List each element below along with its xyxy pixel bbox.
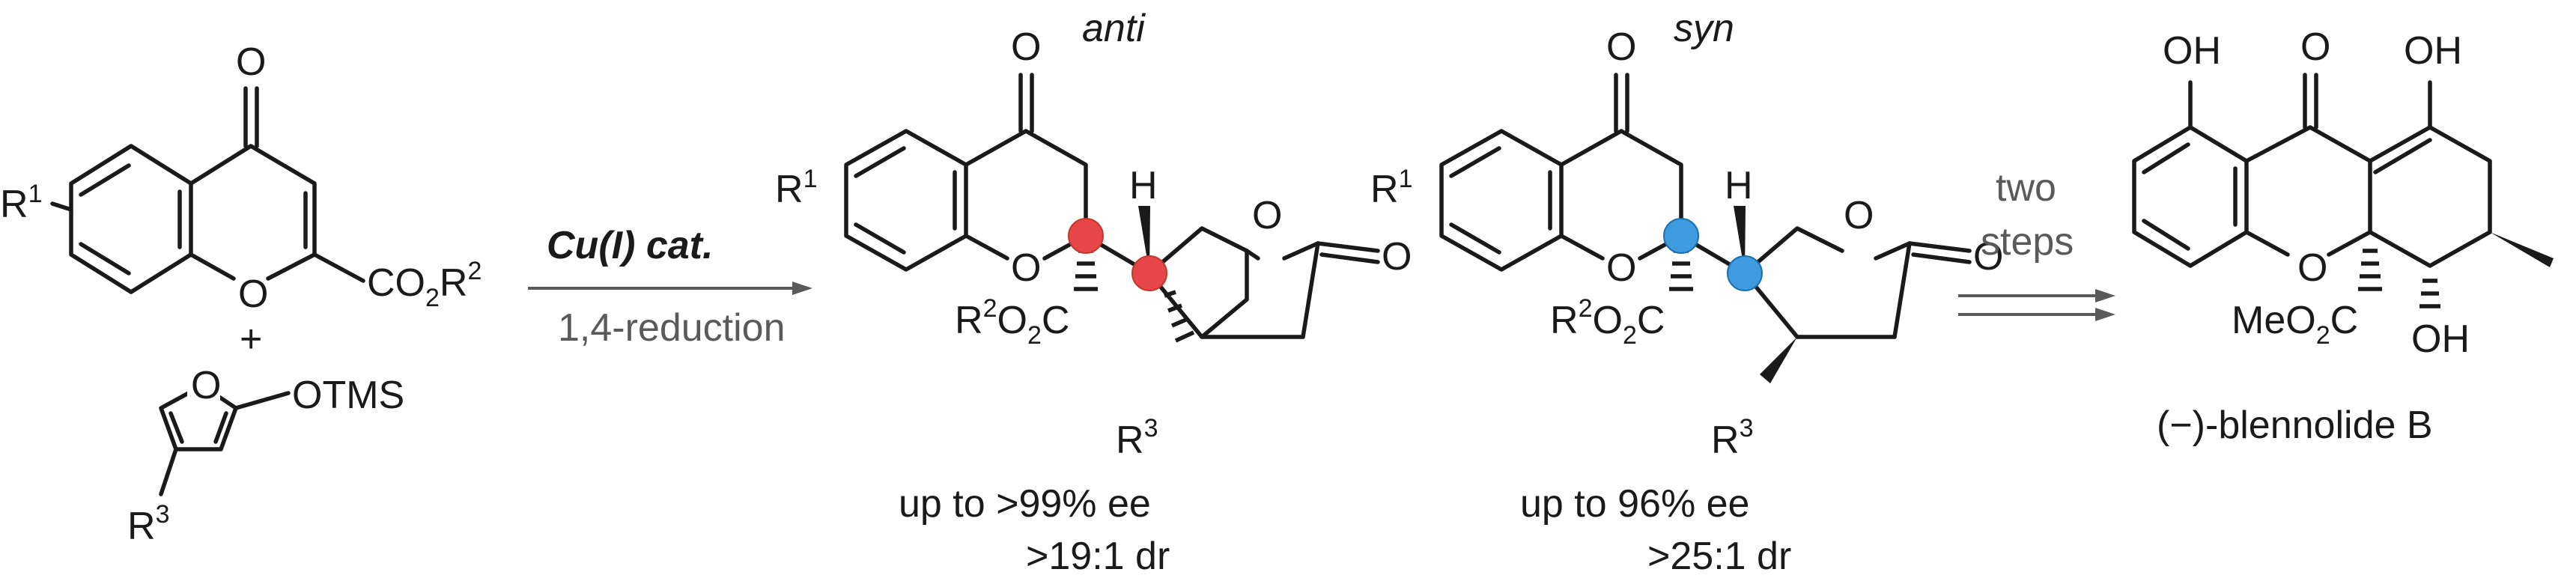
anti-stereocenter-2 bbox=[1131, 255, 1167, 291]
syn-ee-text: up to 96% ee bbox=[1520, 482, 1749, 526]
anti-product-structure bbox=[844, 73, 1380, 343]
chromone-carbonyl-O: O bbox=[236, 40, 266, 84]
furan-R3-label: R3 bbox=[127, 500, 169, 548]
syn-R3-label: R3 bbox=[1711, 414, 1753, 462]
syn-stereocenter-2 bbox=[1727, 255, 1763, 291]
anti-H: H bbox=[1129, 164, 1158, 207]
anti-ring-O: O bbox=[1011, 246, 1041, 290]
reaction-arrow-1-head bbox=[792, 282, 812, 295]
chromone-ring-O: O bbox=[238, 273, 268, 316]
OTMS-label: OTMS bbox=[292, 374, 404, 417]
anti-stereocenter-1 bbox=[1068, 218, 1104, 254]
reaction-arrow-2-second-head bbox=[2095, 308, 2115, 321]
furan-O: O bbox=[191, 364, 221, 407]
blennolide-structure bbox=[2132, 73, 2554, 308]
blennolide-OH-left: OH bbox=[2163, 29, 2221, 73]
anti-R1-label: R1 bbox=[775, 165, 817, 211]
furan-O-mask bbox=[187, 365, 220, 404]
blennolide-ester-label: MeO2C bbox=[2232, 299, 2358, 350]
syn-label: syn bbox=[1674, 7, 1734, 50]
catalyst-label: Cu(I) cat. bbox=[547, 224, 713, 267]
anti-dr-text: >19:1 dr bbox=[1026, 535, 1170, 578]
blennolide-OH-bottom: OH bbox=[2411, 317, 2470, 361]
syn-H: H bbox=[1725, 164, 1753, 207]
anti-lactone-carbonyl-O: O bbox=[1382, 235, 1412, 279]
syn-carbonyl-O: O bbox=[1606, 25, 1636, 69]
two-label: two bbox=[1996, 166, 2056, 210]
reduction-label: 1,4-reduction bbox=[558, 306, 786, 350]
steps-label: steps bbox=[1981, 220, 2074, 264]
syn-lactone-O: O bbox=[1844, 194, 1874, 237]
syn-stereocenter-1 bbox=[1663, 218, 1699, 254]
anti-lactone-O: O bbox=[1252, 194, 1282, 237]
anti-carbonyl-O: O bbox=[1011, 25, 1041, 69]
chromone-ester-label: CO2R2 bbox=[367, 257, 482, 312]
blennolide-ring-O: O bbox=[2297, 246, 2327, 290]
syn-ester-label: R2O2C bbox=[1550, 294, 1665, 350]
siloxyfuran-structure bbox=[159, 383, 291, 496]
plus-sign: + bbox=[240, 317, 262, 361]
syn-lactone-carbonyl-O: O bbox=[1973, 235, 2003, 279]
syn-R1-label: R1 bbox=[1370, 165, 1412, 211]
chromone-ester-structure bbox=[50, 86, 365, 294]
blennolide-name: (−)-blennolide B bbox=[2157, 404, 2433, 447]
syn-ring-O: O bbox=[1606, 246, 1636, 290]
reaction-arrow-2-head bbox=[2095, 289, 2115, 302]
blennolide-OH-right: OH bbox=[2404, 29, 2462, 73]
chromone-R1-label: R1 bbox=[0, 180, 42, 226]
anti-R3-label: R3 bbox=[1116, 414, 1158, 462]
blennolide-carbonyl-O: O bbox=[2300, 25, 2330, 69]
anti-label: anti bbox=[1082, 7, 1146, 50]
anti-ee-text: up to >99% ee bbox=[899, 482, 1151, 526]
syn-dr-text: >25:1 dr bbox=[1647, 535, 1791, 578]
syn-product-structure bbox=[1439, 73, 1972, 383]
anti-ester-label: R2O2C bbox=[955, 294, 1069, 350]
